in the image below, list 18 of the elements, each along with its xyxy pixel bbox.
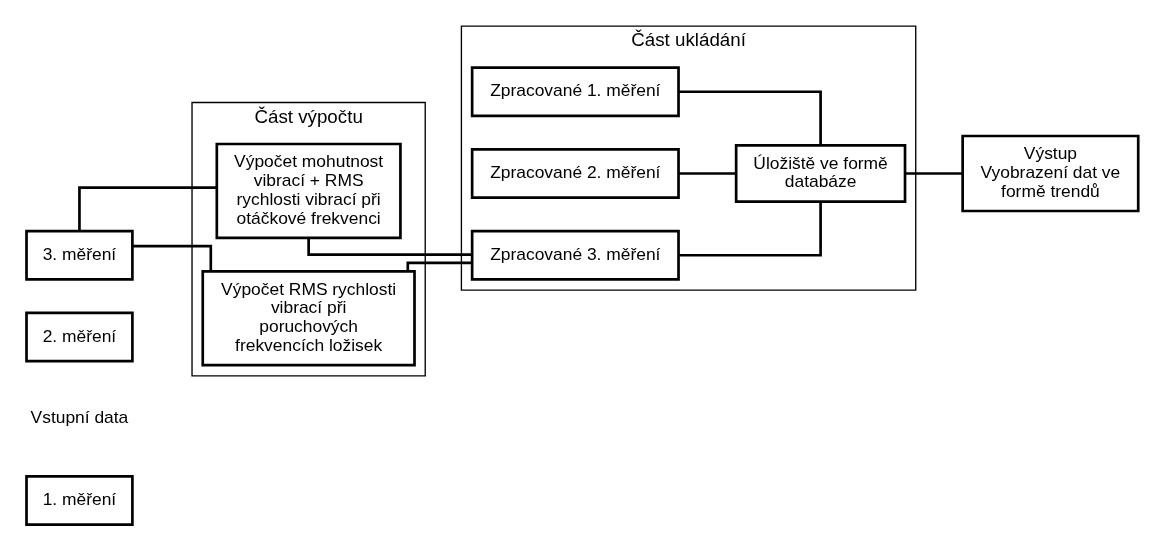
node-box: 3. měření [25,229,134,281]
node-box: Zpracované 3. měření [470,229,680,281]
connector [678,90,822,145]
connector [78,186,217,231]
label: Vstupní data [30,407,129,428]
connector [132,244,213,271]
node-box: 1. měření [25,475,134,526]
connector [678,172,736,175]
node-box: Výpočet mohutnost vibrací + RMS rychlosti vibrací při otáčkové frekvenci [215,142,402,240]
connector [678,202,822,257]
connector [406,261,473,272]
node-box: Výpočet RMS rychlosti vibrací při poruchových frekvencích ložisek [201,270,416,367]
node-box: Zpracované 1. měření [470,66,680,118]
node-box: Zpracované 2. měření [470,148,680,199]
node-box: Výstup Vyobrazení dat ve formě trendů [961,134,1140,213]
node-box: 2. měření [25,311,134,363]
connector [905,172,963,175]
node-box: Úložiště ve formě databáze [734,144,907,203]
